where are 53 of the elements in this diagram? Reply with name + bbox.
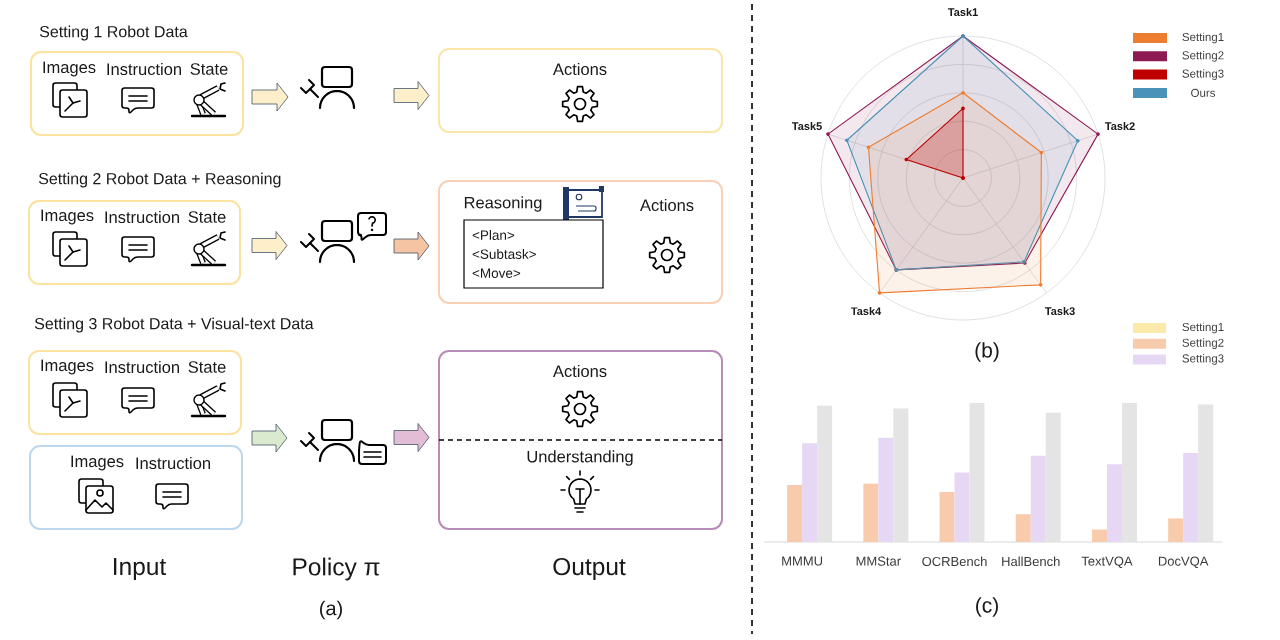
- axis-label: Task2: [1104, 121, 1135, 131]
- legend-label: Setting3: [1182, 354, 1224, 365]
- bar: [878, 437, 894, 543]
- x-tick-label: MMStar: [856, 556, 901, 566]
- bar: [1106, 464, 1122, 543]
- column-heading: Input: [114, 558, 167, 580]
- legend-label: Setting1: [1182, 32, 1224, 44]
- bar: [1091, 529, 1107, 543]
- x-tick-label: HallBench: [1002, 556, 1060, 567]
- column-heading: Policy π: [293, 557, 380, 581]
- row-heading: Setting 3 Robot Data + Visual-text Data: [34, 317, 314, 333]
- x-tick-label: TextVQA: [1081, 556, 1133, 569]
- input-box: Images Instruction: [29, 445, 243, 530]
- bar: [1015, 514, 1031, 543]
- block-arrow: [251, 231, 288, 260]
- bar: [1183, 453, 1199, 543]
- input-box: Images Instruction State: [28, 200, 241, 285]
- axis-label: Task1: [947, 7, 978, 17]
- axis-label: Task4: [850, 306, 882, 316]
- legend-label: Setting2: [1182, 338, 1224, 350]
- block-arrow: [393, 423, 430, 452]
- gripper-person-icon: [300, 418, 387, 465]
- bar: [802, 443, 818, 543]
- axis-label: Task5: [791, 121, 822, 131]
- bar: [787, 485, 803, 543]
- panel-label: (b): [975, 342, 999, 362]
- column-heading: Output: [553, 557, 626, 581]
- x-tick-label: MMMU: [782, 556, 823, 566]
- gripper-person-icon: [300, 65, 356, 110]
- output-box: Actions: [438, 48, 723, 133]
- x-tick-label: OCRBench: [922, 556, 987, 567]
- legend-label: Setting1: [1182, 322, 1224, 334]
- block-arrow: [393, 231, 430, 261]
- x-tick-label: DocVQA: [1158, 556, 1209, 569]
- row-heading: Setting 2 Robot Data + Reasoning: [38, 172, 281, 188]
- bar: [954, 472, 970, 543]
- output-box: Actions Understanding: [438, 350, 723, 530]
- bar: [939, 491, 955, 543]
- gripper-person-icon: [300, 212, 387, 264]
- input-box: Images Instruction State: [30, 51, 244, 136]
- input-box: Images Instruction State: [28, 350, 242, 435]
- bar: [1030, 455, 1046, 543]
- block-arrow: [393, 81, 430, 110]
- bar: [863, 483, 879, 543]
- legend-label: Setting2: [1182, 50, 1224, 62]
- legend-label: Setting3: [1182, 69, 1224, 80]
- text-box: <Plan> <Subtask> <Move>: [463, 219, 604, 289]
- panel-label: (c): [976, 597, 998, 617]
- panel-label: (a): [320, 600, 342, 620]
- bar: [1168, 518, 1184, 543]
- block-arrow: [251, 82, 289, 112]
- legend-label: Ours: [1191, 88, 1216, 97]
- axis-label: Task3: [1044, 306, 1075, 316]
